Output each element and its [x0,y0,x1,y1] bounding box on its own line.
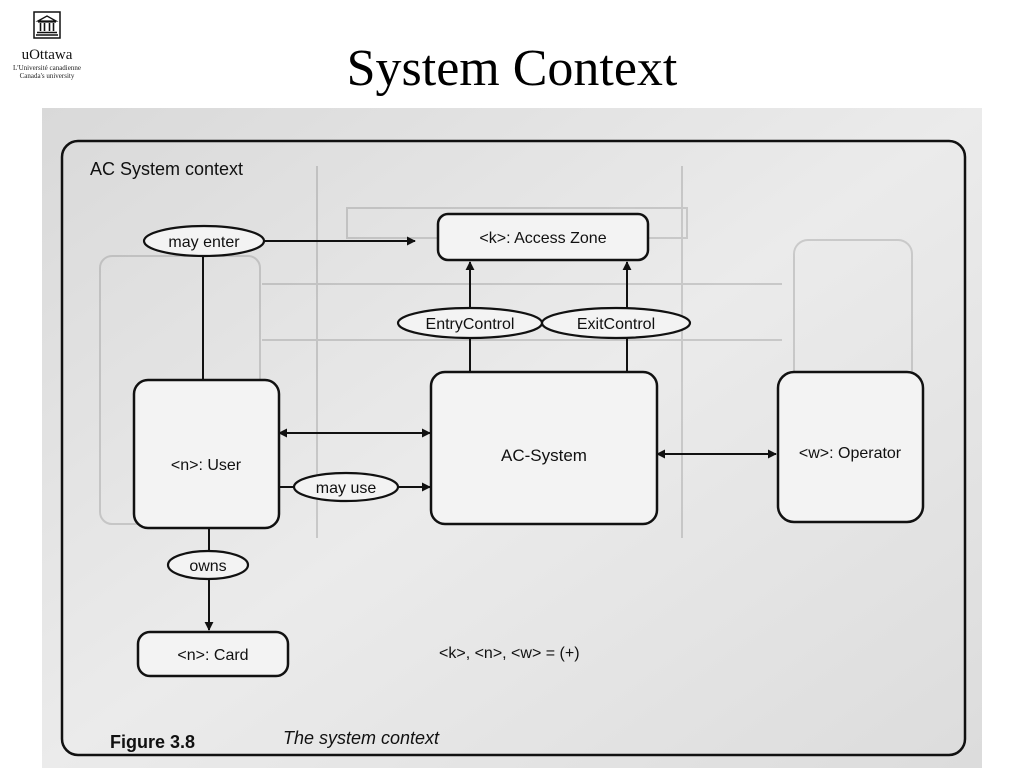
access-zone-box [436,212,650,262]
user-label: <n>: User [171,457,242,474]
may-use-ellipse [292,471,400,503]
operator-label: <w>: Operator [799,445,902,462]
system-context-diagram: AC System context <k>: Access Zone <n>: … [42,108,982,768]
multiplicity-note: <k>, <n>, <w> = (+) [439,645,580,662]
caption-number: Figure 3.8 [110,732,195,752]
owns-ellipse [166,549,250,581]
exit-control-label: ExitControl [577,316,655,333]
frame-title: AC System context [90,159,243,179]
building-icon [33,11,61,39]
caption-text: The system context [283,728,440,748]
figure-photo: AC System context <k>: Access Zone <n>: … [42,108,982,768]
entry-control-label: EntryControl [426,316,515,333]
ac-system-box [429,370,659,526]
may-use-label: may use [316,480,377,497]
page-title: System Context [346,40,678,97]
may-enter-label: may enter [168,234,240,251]
exit-control-ellipse [540,306,692,340]
logo-line-1: L'Université canadienne [13,64,81,72]
university-logo: uOttawa L'Université canadienne Canada's… [6,10,88,80]
ac-system-label: AC-System [501,446,587,465]
operator-box [776,370,925,524]
may-enter-ellipse [142,224,266,258]
card-box [136,630,290,678]
owns-label: owns [189,558,226,575]
logo-line-2: Canada's university [19,72,75,80]
logo-name: uOttawa [21,47,73,63]
access-zone-label: <k>: Access Zone [479,230,606,247]
user-box [132,378,281,530]
card-label: <n>: Card [177,647,248,664]
context-frame [60,139,967,757]
